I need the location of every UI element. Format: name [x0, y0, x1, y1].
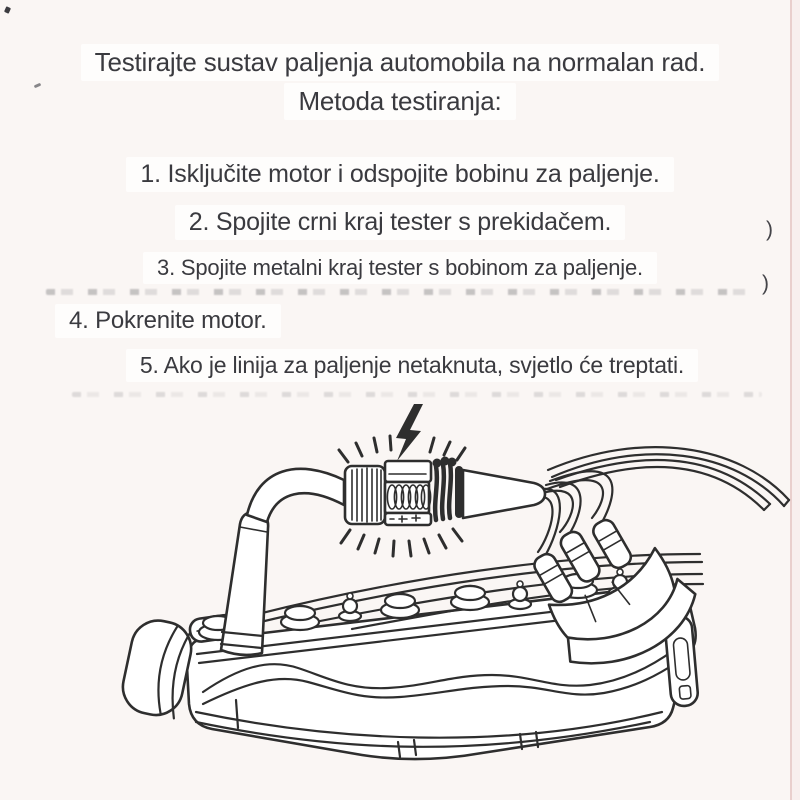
- right-edge-strip: [792, 0, 800, 800]
- erased-text-remnant: [72, 392, 762, 397]
- step-4: 4. Pokrenite motor.: [0, 304, 800, 338]
- ignition-coil-wire-icon: [219, 467, 346, 657]
- inline-spark-tester-icon: [343, 456, 547, 527]
- right-edge-line: [790, 0, 792, 800]
- erased-text-remnant: [46, 289, 760, 295]
- distributor-wires: [536, 446, 791, 558]
- tester-coil-window: [386, 484, 432, 510]
- stray-paren-mark: ): [762, 272, 769, 295]
- distributor-cap-icon: [533, 518, 697, 665]
- distributor-tower: [533, 552, 574, 604]
- page-subtitle: Metoda testiranja:: [0, 83, 800, 120]
- distributor-tower: [592, 518, 633, 570]
- engine-side-bracket: [663, 614, 700, 708]
- distributor-tower: [559, 530, 601, 583]
- engine-end-cap: [121, 619, 193, 720]
- stray-paren-mark: ): [766, 218, 773, 241]
- step-2: 2. Spojite crni kraj tester s prekidačem…: [0, 205, 800, 240]
- step-1: 1. Isključite motor i odspojite bobinu z…: [0, 157, 800, 192]
- page-title: Testirajte sustav paljenja automobila na…: [0, 44, 800, 81]
- step-3: 3. Spojite metalni kraj tester s bobinom…: [0, 252, 800, 284]
- tester-output-boot: [461, 468, 547, 520]
- lightning-bolt-icon: [396, 404, 423, 461]
- spark-flash-rays-icon: [337, 434, 467, 558]
- step-5: 5. Ako je linija za paljenje netaknuta, …: [12, 349, 800, 382]
- tester-thread-rings: [432, 460, 454, 523]
